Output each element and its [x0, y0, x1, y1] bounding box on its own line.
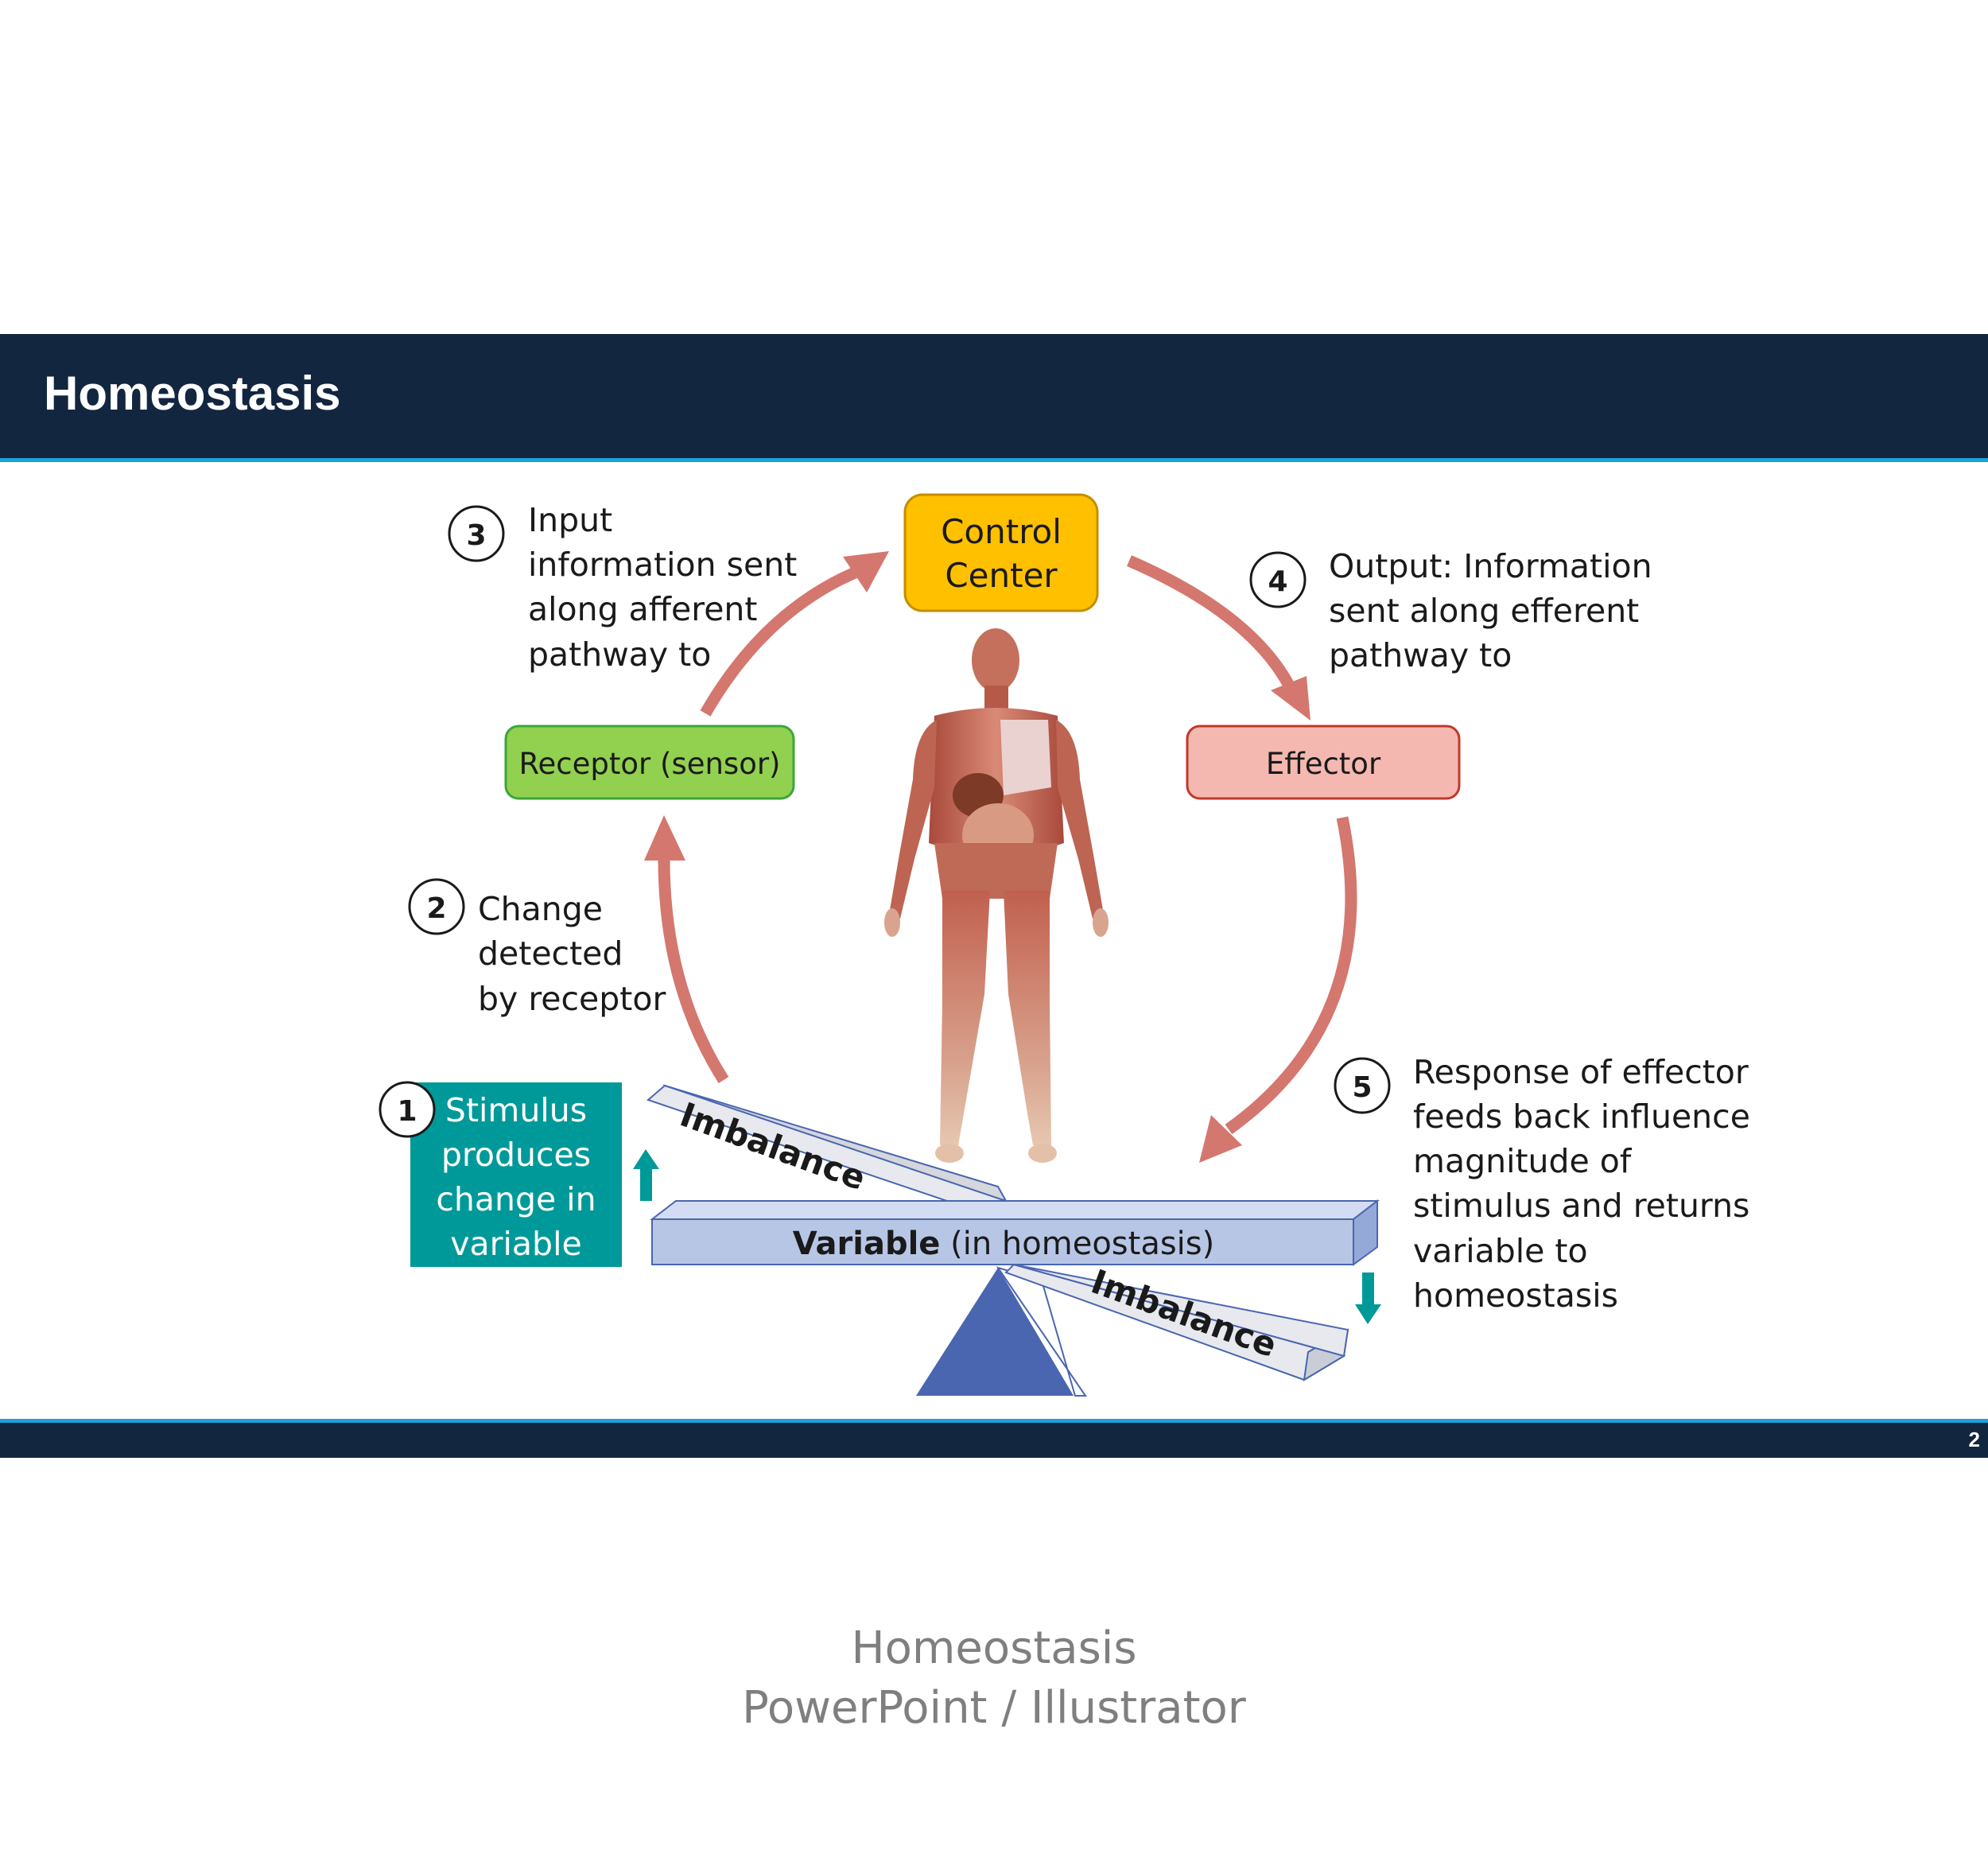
stimulus-line4: variable: [450, 1225, 581, 1263]
step-1-badge: 1: [379, 1081, 436, 1138]
step-4-line3: pathway to: [1329, 636, 1512, 674]
step-3-line4: pathway to: [528, 635, 711, 674]
receptor-label: Receptor (sensor): [518, 747, 780, 781]
stimulus-line3: change in: [436, 1180, 596, 1218]
step-3-text: Input information sent along afferent pa…: [528, 501, 797, 674]
step-3-number: 3: [466, 519, 486, 552]
arrow-effector-to-variable: [1199, 816, 1357, 1163]
step-5-number: 5: [1352, 1071, 1372, 1104]
step-4-line2: sent along efferent: [1329, 592, 1639, 630]
step-1-number: 1: [397, 1095, 417, 1128]
human-anatomy-figure: [884, 628, 1109, 1163]
fulcrum: [916, 1268, 1074, 1396]
down-arrow-icon: [1355, 1272, 1381, 1324]
stimulus-box: Stimulus produces change in variable: [410, 1082, 622, 1267]
step-5-line1: Response of effector: [1413, 1053, 1749, 1091]
receptor-box: Receptor (sensor): [504, 725, 795, 800]
stimulus-line2: produces: [441, 1136, 591, 1174]
step-2-line1: Change: [478, 890, 603, 928]
step-5-line5: variable to: [1413, 1232, 1588, 1270]
variable-label-rest: (in homeostasis): [940, 1226, 1214, 1262]
up-arrow-icon: [633, 1149, 659, 1201]
step-2-number: 2: [426, 892, 446, 925]
seesaw: Imbalance Variable (in homeostasis) Imba…: [646, 1084, 1380, 1397]
step-3-line3: along afferent: [528, 590, 757, 628]
variable-label-bold: Variable: [793, 1226, 941, 1262]
control-center-label-line2: Center: [945, 556, 1058, 595]
title-bar: Homeostasis: [0, 334, 1988, 462]
step-5-line6: homeostasis: [1413, 1276, 1618, 1315]
step-4-line1: Output: Information: [1329, 547, 1652, 585]
caption-line2: PowerPoint / Illustrator: [742, 1682, 1246, 1734]
step-5-line4: stimulus and returns: [1413, 1187, 1749, 1225]
caption-line1: Homeostasis: [851, 1622, 1137, 1674]
step-5-line3: magnitude of: [1413, 1142, 1633, 1180]
step-3-line1: Input: [528, 501, 612, 539]
step-5-text: Response of effector feeds back influenc…: [1413, 1053, 1750, 1315]
effector-label: Effector: [1266, 747, 1381, 781]
footer-bar: 2: [0, 1419, 1988, 1458]
page-number: 2: [1968, 1428, 1980, 1451]
arrow-stimulus-to-receptor: [644, 815, 729, 1084]
control-center-box: Control Center: [903, 493, 1099, 612]
step-5-badge: 5: [1334, 1057, 1391, 1114]
step-4-badge: 4: [1249, 551, 1307, 608]
stimulus-line1: Stimulus: [445, 1091, 587, 1129]
step-4-number: 4: [1268, 565, 1287, 598]
step-2-badge: 2: [408, 878, 465, 935]
step-2-line2: detected: [478, 934, 623, 973]
step-2-text: Change detected by receptor: [478, 890, 666, 1018]
step-5-line2: feeds back influence: [1413, 1098, 1750, 1136]
step-3-badge: 3: [448, 505, 505, 562]
control-center-label-line1: Control: [941, 512, 1062, 551]
arrow-receptor-to-control: [700, 551, 889, 717]
imbalance-beam-lower: Imbalance: [1004, 1262, 1349, 1381]
arrow-control-to-effector: [1127, 555, 1310, 721]
slide-title: Homeostasis: [44, 367, 341, 420]
step-3-line2: information sent: [528, 546, 797, 584]
variable-beam: Variable (in homeostasis): [650, 1199, 1380, 1266]
effector-box: Effector: [1186, 725, 1461, 800]
step-4-text: Output: Information sent along efferent …: [1329, 547, 1652, 674]
step-2-line3: by receptor: [478, 980, 666, 1018]
variable-label: Variable (in homeostasis): [793, 1226, 1214, 1262]
